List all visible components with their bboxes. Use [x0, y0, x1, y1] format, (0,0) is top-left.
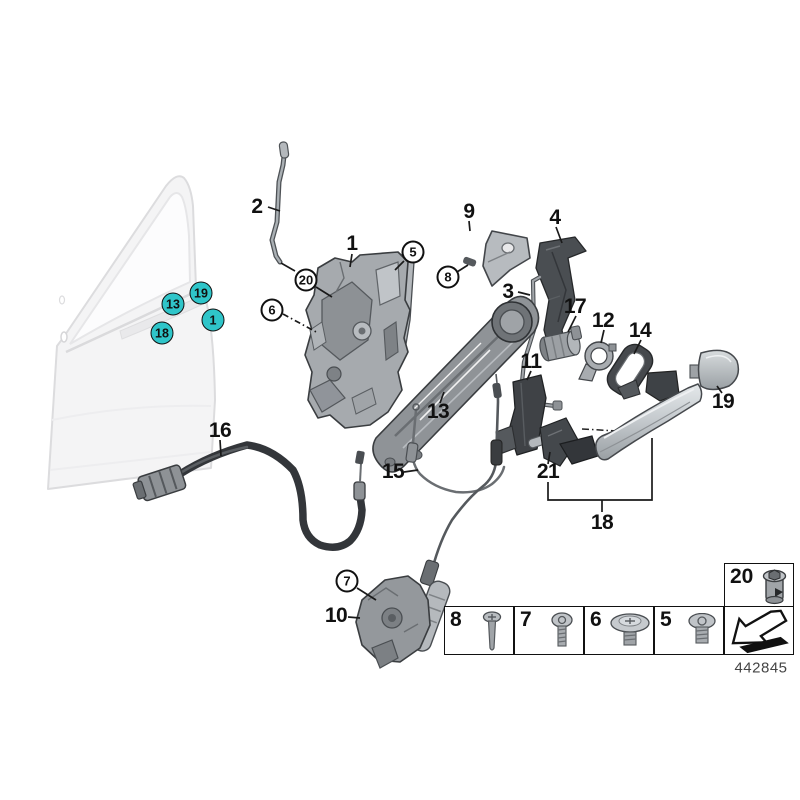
door-marker-19: 19 [189, 281, 213, 305]
fastener-num-7: 7 [520, 608, 532, 631]
circled-label-20: 20 [294, 268, 318, 292]
door-marker-18: 18 [150, 321, 174, 345]
button-head-screw-icon [688, 613, 716, 644]
circled-label-8: 8 [436, 265, 460, 289]
part-label-3: 3 [502, 280, 514, 303]
direction-arrow-icon [731, 609, 789, 654]
fastener-cell-8: 8 [444, 606, 514, 655]
fastener-num-20: 20 [730, 565, 754, 588]
retaining-ring [578, 341, 617, 382]
bowden-cable-inner [405, 403, 506, 494]
part-label-11: 11 [520, 350, 542, 373]
part-label-17: 17 [563, 295, 587, 318]
circled-label-6: 6 [260, 298, 284, 322]
lock-operating-rod [269, 141, 290, 265]
countersunk-screw-icon [482, 611, 502, 651]
outer-door-handle [595, 370, 703, 461]
actuator-cable [430, 373, 503, 572]
part-label-1: 1 [346, 232, 358, 255]
fastener-num-5: 5 [660, 608, 672, 631]
circled-label-5: 5 [401, 240, 425, 264]
part-label-14: 14 [628, 319, 652, 342]
fastener-cell-6: 6 [584, 606, 654, 655]
door-wiring-harness [132, 441, 366, 551]
part-label-10: 10 [324, 604, 348, 627]
direction-arrow-cell [724, 606, 794, 655]
part-label-18: 18 [590, 511, 614, 534]
part-label-16: 16 [208, 419, 232, 442]
washer-head-screw-icon [610, 613, 650, 646]
grommet-icon [762, 569, 787, 605]
part-label-2: 2 [251, 195, 263, 218]
leader-lines [219, 206, 723, 619]
lock-cylinder [539, 325, 583, 362]
circled-label-7: 7 [335, 569, 359, 593]
pan-head-screw-icon [551, 612, 573, 647]
part-label-15: 15 [381, 460, 405, 483]
part-label-9: 9 [463, 200, 475, 223]
part-label-19: 19 [711, 390, 735, 413]
carrier-bracket [495, 374, 547, 456]
drawing-number: 442845 [734, 659, 788, 677]
door-marker-1: 1 [201, 308, 225, 332]
handle-seal-frame [606, 343, 654, 397]
part-label-21: 21 [536, 460, 560, 483]
fastener-inset-cell-20: 20 [724, 563, 794, 607]
fastener-cell-5: 5 [654, 606, 724, 655]
fastener-num-6: 6 [590, 608, 602, 631]
car-door-outline [47, 175, 216, 490]
fastener-num-8: 8 [450, 608, 462, 631]
lock-barrel-actuator [355, 559, 451, 669]
part-label-13: 13 [426, 400, 450, 423]
handle-end-cap [689, 349, 740, 391]
part-label-12: 12 [591, 309, 615, 332]
group-bracket-18 [547, 438, 653, 512]
door-marker-13: 13 [161, 292, 185, 316]
part-label-4: 4 [549, 206, 561, 229]
striker-screw [463, 256, 477, 267]
fastener-cell-7: 7 [514, 606, 584, 655]
door-lock-assembly [304, 251, 415, 429]
striker-plate [463, 230, 531, 287]
